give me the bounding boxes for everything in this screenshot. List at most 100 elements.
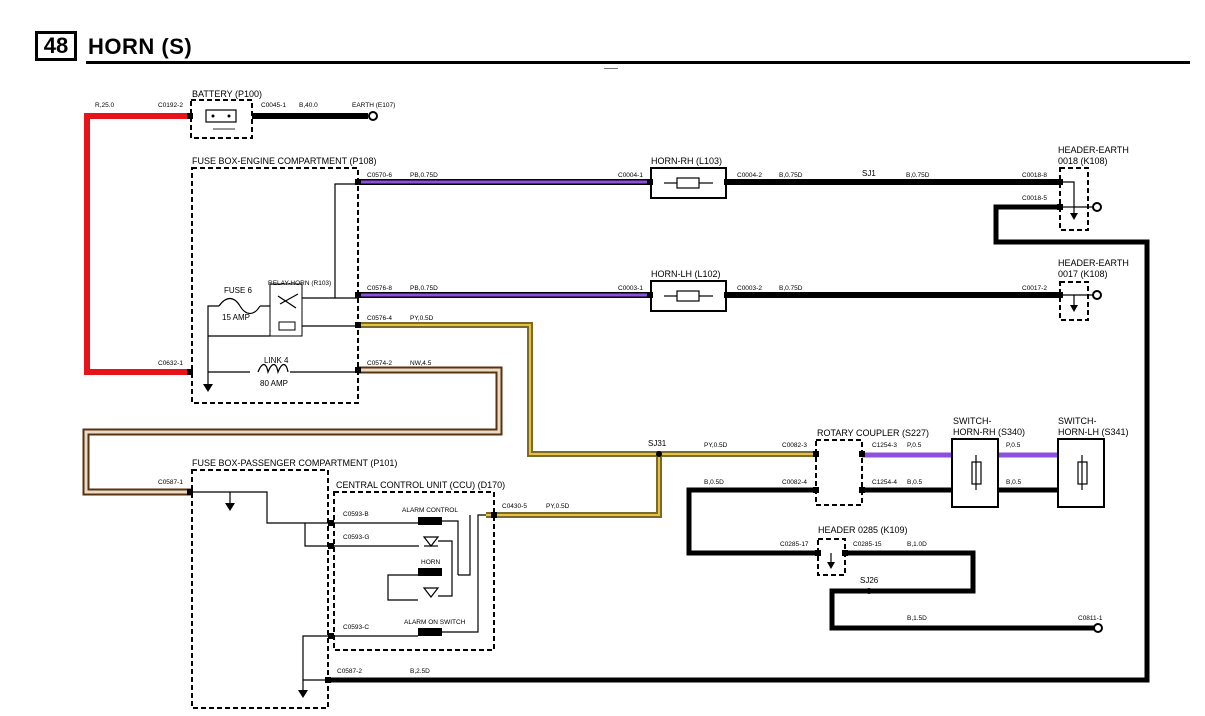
- label-c0593-g: C0593-G: [343, 534, 369, 541]
- label-fuse-box-engine: FUSE BOX-ENGINE COMPARTMENT (P108): [192, 156, 377, 166]
- label-header-earth-17-a: HEADER-EARTH: [1058, 258, 1129, 268]
- label-c0018-5: C0018-5: [1022, 195, 1047, 202]
- label-switch-rh-a: SWITCH-: [953, 416, 992, 426]
- label-fuse6: FUSE 6: [224, 286, 253, 295]
- header-dash: [604, 68, 618, 69]
- label-alarm-on-switch: ALARM ON SWITCH: [404, 619, 466, 626]
- label-c0004-2: C0004-2: [737, 172, 762, 179]
- label-pb075-a: PB,0.75D: [410, 172, 438, 179]
- label-header-earth-18-a: HEADER-EARTH: [1058, 145, 1129, 155]
- label-header-earth-17-b: 0017 (K108): [1058, 269, 1108, 279]
- label-earth-e107: EARTH (E107): [352, 102, 395, 109]
- label-c0082-4: C0082-4: [782, 479, 807, 486]
- label-switch-lh-b: HORN-LH (S341): [1058, 427, 1129, 437]
- label-fuse6-amp: 15 AMP: [222, 313, 250, 322]
- label-p05-a: P,0.5: [907, 442, 922, 449]
- switch-horn-lh-box: [1057, 438, 1105, 508]
- label-c0003-2: C0003-2: [737, 285, 762, 292]
- label-c1254-4: C1254-4: [872, 479, 897, 486]
- label-c0082-3: C0082-3: [782, 442, 807, 449]
- connector-labels: C0192-2 C0045-1 C0570-6 C0576-8 C0576-4 …: [158, 102, 1103, 675]
- label-sj1: SJ1: [862, 169, 876, 178]
- label-c0192-2: C0192-2: [158, 102, 183, 109]
- component-labels: BATTERY (P100) FUSE BOX-ENGINE COMPARTME…: [192, 89, 1129, 626]
- label-pb075-b: PB,0.75D: [410, 285, 438, 292]
- label-battery: BATTERY (P100): [192, 89, 262, 99]
- label-horn-lh: HORN-LH (L102): [651, 269, 721, 279]
- wire-b05d-loop: [686, 487, 818, 556]
- splice-sj31: [656, 451, 662, 457]
- horn-lh-box: [650, 280, 727, 312]
- label-c0593-b: C0593-B: [343, 511, 369, 518]
- label-b15d: B,1.5D: [907, 615, 927, 622]
- label-p05-b: P,0.5: [1006, 442, 1021, 449]
- horn-rh-box: [650, 167, 727, 199]
- c0811-terminal: [1093, 623, 1103, 633]
- label-c0593-c: C0593-C: [343, 624, 369, 631]
- connector-tabs: [187, 113, 1063, 683]
- label-switch-lh-a: SWITCH-: [1058, 416, 1097, 426]
- label-c0018-8: C0018-8: [1022, 172, 1047, 179]
- label-b075-b: B,0.75D: [906, 172, 930, 179]
- label-header-earth-18-b: 0018 (K108): [1058, 156, 1108, 166]
- label-c0017-2: C0017-2: [1022, 285, 1047, 292]
- label-b25d: B,2.5D: [410, 668, 430, 675]
- wire-labels: R,25.0 B,40.0 PB,0.75D PB,0.75D PY,0.5D …: [95, 102, 1022, 675]
- label-py05d-b: PY,0.5D: [704, 442, 728, 449]
- label-relay: RELAY-HORN (R103): [268, 280, 331, 287]
- header-earth-0017-box: [1059, 281, 1089, 321]
- label-b075-a: B,0.75D: [779, 172, 803, 179]
- fuse-box-passenger-internals: [192, 491, 328, 698]
- label-link4-amp: 80 AMP: [260, 379, 288, 388]
- header-rule: [86, 61, 1190, 64]
- earth-0018-terminal: [1092, 202, 1102, 212]
- page-title: HORN (S): [88, 34, 193, 59]
- ccu-internals: [334, 514, 486, 637]
- fuse-box-engine-box: [191, 167, 359, 404]
- label-c0285-15: C0285-15: [853, 541, 882, 548]
- switch-horn-rh-box: [951, 438, 999, 508]
- label-alarm-control: ALARM CONTROL: [402, 507, 458, 514]
- label-b05-b: B,0.5: [1006, 479, 1022, 486]
- label-b05d: B,0.5D: [704, 479, 724, 486]
- earth-e107-terminal: [368, 111, 378, 121]
- page-number: 48: [35, 31, 77, 61]
- label-c0811-1: C0811-1: [1078, 615, 1103, 622]
- wire-red: [84, 113, 191, 375]
- label-py05d-c: PY,0.5D: [546, 503, 570, 510]
- label-b075-c: B,0.75D: [779, 285, 803, 292]
- wire-b10d: [829, 550, 1098, 631]
- label-b10d: B,1.0D: [907, 541, 927, 548]
- label-link4: LINK 4: [264, 356, 289, 365]
- earth-0017-terminal: [1092, 290, 1102, 300]
- label-c0045-1: C0045-1: [261, 102, 286, 109]
- label-c0587-2: C0587-2: [337, 668, 362, 675]
- label-c0430-5: C0430-5: [502, 503, 527, 510]
- header-earth-0018-box: [1059, 167, 1089, 231]
- label-horn-rh: HORN-RH (L103): [651, 156, 722, 166]
- label-b40: B,40.0: [299, 102, 318, 109]
- fuse-box-passenger-box: [191, 469, 329, 709]
- label-py05d-a: PY,0.5D: [410, 315, 434, 322]
- fuse-box-engine-internals: [203, 183, 358, 392]
- label-sj31: SJ31: [648, 439, 667, 448]
- label-c0004-1: C0004-1: [618, 172, 643, 179]
- header-0285-box: [817, 538, 846, 576]
- wire-py-fuse-sj31: [358, 322, 816, 457]
- ccu-box: [333, 491, 495, 651]
- label-nw45: NW,4.5: [410, 360, 432, 367]
- battery-box: [190, 99, 253, 139]
- label-c0570-6: C0570-6: [367, 172, 392, 179]
- label-c1254-3: C1254-3: [872, 442, 897, 449]
- wire-nw-link: [82, 366, 503, 496]
- wire-b25d-return: [328, 204, 1150, 683]
- label-r25: R,25.0: [95, 102, 115, 109]
- label-c0003-1: C0003-1: [618, 285, 643, 292]
- splice-sj26: [866, 588, 872, 594]
- label-rotary-coupler: ROTARY COUPLER (S227): [817, 428, 929, 438]
- label-sj26: SJ26: [860, 576, 879, 585]
- label-horn-internal: HORN: [421, 559, 440, 566]
- label-b05-a: B,0.5: [907, 479, 923, 486]
- label-header-0285: HEADER 0285 (K109): [818, 525, 908, 535]
